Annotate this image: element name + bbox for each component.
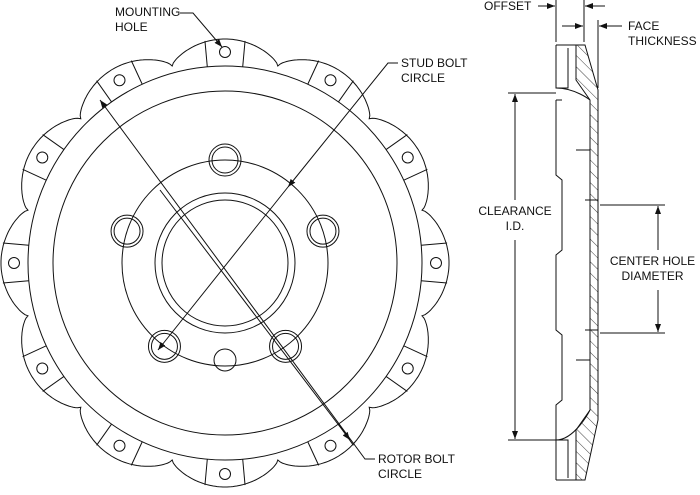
- mounting-hole: [401, 151, 414, 164]
- mounting-lobe-edge: [421, 242, 448, 246]
- side-profile-hat-wall: [555, 99, 599, 440]
- mounting-lobe-edge: [22, 345, 47, 358]
- stud-hole: [110, 214, 144, 248]
- mounting-lobe-edge: [307, 60, 320, 85]
- mounting-lobe-edge: [96, 80, 112, 103]
- stud-hole: [269, 329, 303, 363]
- mounting-hole: [113, 74, 126, 87]
- rotor-hat-outline: [0, 38, 450, 488]
- front-view: [0, 38, 450, 488]
- mounting-lobe-edge: [22, 168, 47, 181]
- mounting-hole: [113, 439, 126, 452]
- mounting-hole: [219, 468, 231, 480]
- offset-label: OFFSET: [484, 0, 532, 13]
- mounting-lobe-edge: [130, 60, 143, 85]
- mounting-hole: [8, 257, 20, 269]
- rotor-bolt-diameter-line: [159, 189, 351, 441]
- mounting-lobe-edge: [403, 345, 428, 358]
- mounting-hole: [430, 257, 442, 269]
- mounting-lobe-edge: [385, 376, 408, 392]
- mounting-lobe-edge: [96, 423, 112, 446]
- mounting-hole: [401, 362, 414, 375]
- stud-hole-inner: [272, 332, 300, 360]
- mounting-lobe-edge: [2, 242, 29, 246]
- mounting-hole: [324, 439, 337, 452]
- mounting-lobe-edge: [338, 80, 354, 103]
- center-hole-inner: [161, 199, 289, 327]
- mounting-hole: [219, 46, 231, 58]
- mounting-lobe-edge: [385, 134, 408, 150]
- hat-wall-circle: [52, 90, 398, 436]
- mounting-lobe-edge: [42, 134, 65, 150]
- mounting-lobe-edge: [307, 441, 320, 466]
- rotor-bolt-leader: [99, 99, 375, 460]
- mounting-lobe-edge: [403, 168, 428, 181]
- side-profile-flange: [555, 44, 591, 481]
- callouts: [99, 12, 398, 460]
- stud-bolt-circle: [121, 159, 329, 367]
- stud-bolt-leader: [287, 62, 398, 188]
- mounting-lobe-edge: [204, 459, 208, 486]
- stud-hole-inner: [211, 146, 239, 174]
- mounting-lobe-edge: [2, 280, 29, 284]
- mounting-lobe-edge: [421, 280, 448, 284]
- mounting-lobe-edge: [42, 376, 65, 392]
- stud-hole-inner: [150, 332, 178, 360]
- center-hole-outer: [154, 192, 296, 334]
- stud-hole-inner: [113, 217, 141, 245]
- stud-hole-inner: [309, 217, 337, 245]
- vent-hole: [213, 348, 237, 372]
- flange-inner-circle: [27, 65, 423, 461]
- mounting-hole: [36, 151, 49, 164]
- mounting-hole: [324, 74, 337, 87]
- stud-hole: [208, 143, 242, 177]
- mounting-lobe-edge: [204, 40, 208, 67]
- stud-bolt-diameter-line: [157, 186, 289, 351]
- mounting-hole-leader: [180, 12, 223, 48]
- side-view: [508, 0, 665, 481]
- stud-hole: [306, 214, 340, 248]
- stud-hole: [147, 329, 181, 363]
- mounting-hole: [36, 362, 49, 375]
- mounting-lobe-edge: [242, 459, 246, 486]
- mounting-lobe-edge: [130, 441, 143, 466]
- mounting-lobe-edge: [242, 40, 246, 67]
